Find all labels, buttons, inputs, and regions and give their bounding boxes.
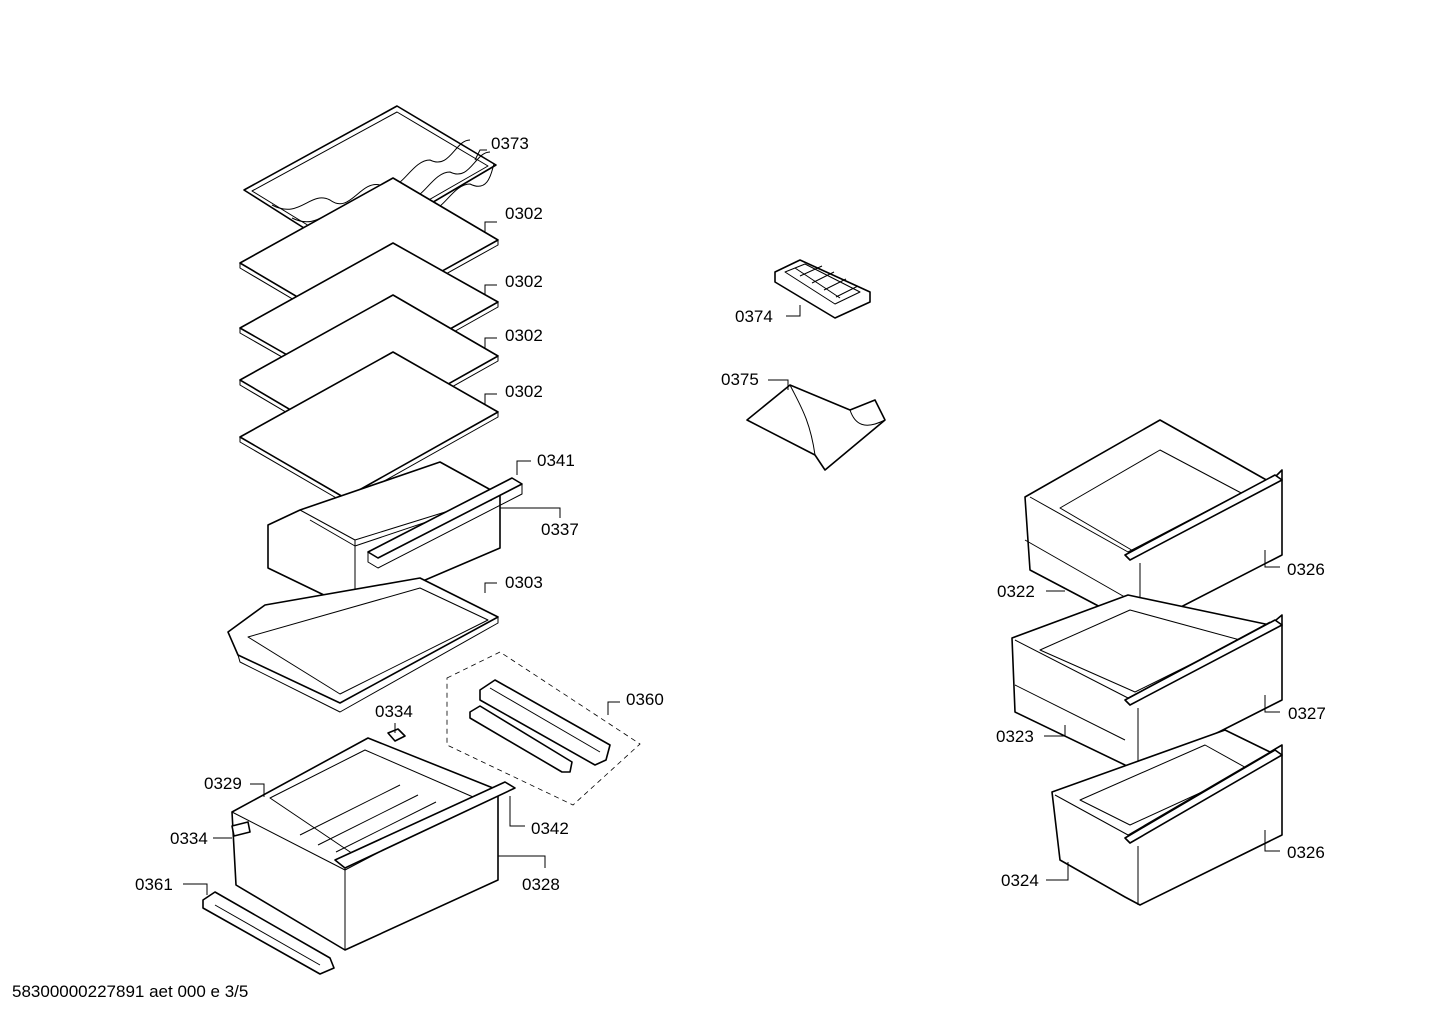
callout-0360: 0360: [626, 690, 664, 709]
callout-0302-3: 0302: [505, 326, 543, 345]
callout-0328: 0328: [522, 875, 560, 894]
document-id-footer: 58300000227891 aet 000 e 3/5: [12, 982, 249, 1001]
ice-cube-tray: [774, 259, 871, 319]
callout-0327: 0327: [1288, 704, 1326, 723]
callout-0337: 0337: [541, 520, 579, 539]
callout-0324: 0324: [1001, 871, 1039, 890]
callout-0302-4: 0302: [505, 382, 543, 401]
callout-0329: 0329: [204, 774, 242, 793]
callout-0334-top: 0334: [375, 702, 413, 721]
freezer-drawer-middle: [1011, 594, 1283, 774]
crisper-cover: [227, 577, 499, 713]
callout-0334-bottom: 0334: [170, 829, 208, 848]
callout-0374: 0374: [735, 307, 773, 326]
callout-0322: 0322: [997, 582, 1035, 601]
callout-0302-1: 0302: [505, 204, 543, 223]
ice-shovel-tray: [746, 384, 886, 471]
drawer-rail: [202, 891, 335, 975]
callout-0303: 0303: [505, 573, 543, 592]
large-drawer: [231, 737, 516, 951]
clip-part: [387, 728, 406, 742]
callout-0361: 0361: [135, 875, 173, 894]
callout-0373: 0373: [491, 134, 529, 153]
freezer-drawer-top: [1024, 419, 1283, 629]
callout-0341: 0341: [537, 451, 575, 470]
rail-assembly-group: [446, 651, 641, 806]
freezer-drawer-bottom: [1051, 729, 1283, 906]
callout-0302-2: 0302: [505, 272, 543, 291]
callout-0375: 0375: [721, 370, 759, 389]
small-drawer: [267, 461, 523, 611]
callout-0342: 0342: [531, 819, 569, 838]
callout-0326-top: 0326: [1287, 560, 1325, 579]
callout-0326-bottom: 0326: [1287, 843, 1325, 862]
leader-lines: [183, 149, 1280, 895]
callout-0323: 0323: [996, 727, 1034, 746]
